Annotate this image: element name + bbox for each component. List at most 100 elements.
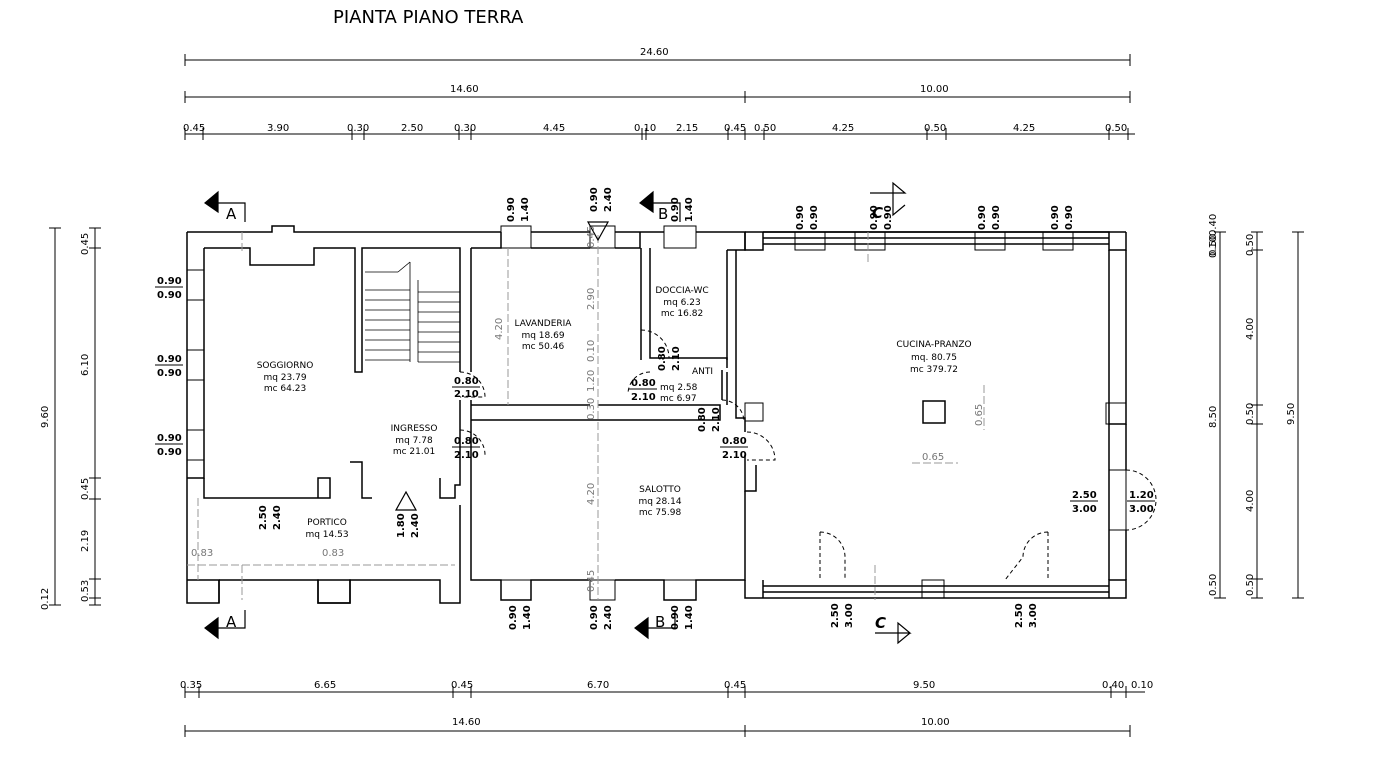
- room-volume: mc 50.46: [522, 342, 565, 352]
- opening-h: 2.40: [272, 505, 283, 530]
- dim-left-total: 9.60: [40, 406, 51, 428]
- int-dim: 0.83: [322, 548, 344, 559]
- dim-bottom-d7: 0.40: [1102, 680, 1124, 691]
- dim-top-d6: 4.45: [543, 123, 565, 134]
- opening-h: 2.40: [603, 605, 614, 630]
- opening-w: 1.20: [1129, 490, 1154, 501]
- opening-labels-doors: 0.80 2.10 0.80 2.10 0.80 2.10 0.80 2.10 …: [452, 346, 748, 461]
- dim-left-d4: 2.19: [80, 530, 91, 552]
- opening-h: 1.40: [522, 605, 533, 630]
- room-name: SALOTTO: [639, 485, 681, 495]
- section-label-a-top: A: [226, 205, 237, 223]
- room-name: INGRESSO: [391, 424, 438, 434]
- dimensions-bottom: [184, 686, 1145, 737]
- opening-h: 0.90: [883, 205, 894, 230]
- opening-w: 2.50: [830, 603, 841, 628]
- opening-w: 0.90: [506, 197, 517, 222]
- stairs: [365, 261, 460, 363]
- dim-right-o2: 4.00: [1245, 490, 1256, 512]
- int-dim: 4.20: [494, 318, 505, 340]
- dim-bottom-d8: 0.10: [1131, 680, 1153, 691]
- int-dim: 0.30: [586, 398, 597, 420]
- dimensions-right: [1214, 231, 1304, 599]
- dim-top-sub-1: 14.60: [450, 84, 479, 95]
- opening-h: 0.90: [157, 290, 182, 301]
- room-salotto: SALOTTO mq 28.14 mc 75.98: [638, 485, 681, 518]
- room-soggiorno: SOGGIORNO mq 23.79 mc 64.23: [257, 361, 314, 394]
- dim-left-d3: 0.45: [80, 478, 91, 500]
- opening-w: 0.90: [157, 276, 182, 287]
- opening-h: 3.00: [844, 603, 855, 628]
- opening-h: 2.40: [603, 187, 614, 212]
- opening-h: 2.10: [671, 346, 682, 371]
- dim-left-d5: 0.53: [80, 580, 91, 602]
- opening-w: 0.90: [157, 354, 182, 365]
- opening-h: 0.90: [157, 447, 182, 458]
- opening-h: 2.10: [722, 450, 747, 461]
- dim-top-detail: 0.45 3.90 0.30 2.50 0.30 4.45 0.10 2.15 …: [183, 123, 1127, 134]
- int-dim: 2.90: [586, 288, 597, 310]
- int-dim: 1.20: [586, 370, 597, 392]
- dim-top-total: 24.60: [640, 47, 669, 58]
- dim-bottom-d2: 6.65: [314, 680, 336, 691]
- opening-labels-portico: 2.50 2.40 1.80 2.40: [258, 505, 421, 538]
- section-label-b-top: B: [658, 205, 668, 223]
- room-name: LAVANDERIA: [515, 319, 573, 329]
- int-dim: 0.10: [586, 340, 597, 362]
- opening-h: 1.40: [684, 197, 695, 222]
- room-volume: mc 21.01: [393, 447, 435, 457]
- opening-h: 2.40: [410, 513, 421, 538]
- dim-bottom-d5: 0.45: [724, 680, 746, 691]
- dim-right-i3: 0.50: [1208, 234, 1219, 256]
- opening-w: 0.80: [722, 436, 747, 447]
- room-volume: mc 75.98: [639, 508, 682, 518]
- room-name: ANTI: [692, 367, 713, 377]
- room-portico: PORTICO mq 14.53: [305, 518, 348, 540]
- opening-w: 0.80: [631, 378, 656, 389]
- room-cucina-pranzo: CUCINA-PRANZO mq. 80.75 mc 379.72: [896, 340, 971, 375]
- section-label-c-top: C: [872, 204, 883, 222]
- opening-h: 2.10: [711, 407, 722, 432]
- room-area: mq 2.58: [660, 383, 698, 393]
- dim-top-d8: 2.15: [676, 123, 698, 134]
- walls: [186, 225, 1127, 604]
- dim-right-total: 9.50: [1286, 403, 1297, 425]
- room-ingresso: INGRESSO mq 7.78 mc 21.01: [391, 424, 438, 457]
- opening-h: 2.10: [454, 389, 479, 400]
- dim-top-d7: 0.10: [634, 123, 656, 134]
- dim-top-sub-2: 10.00: [920, 84, 949, 95]
- opening-w: 0.90: [795, 205, 806, 230]
- opening-w: 0.90: [157, 433, 182, 444]
- opening-w: 0.80: [697, 407, 708, 432]
- section-label-b-bottom: B: [655, 613, 665, 631]
- dim-bottom-detail: 0.35 6.65 0.45 6.70 0.45 9.50 0.40 0.10: [180, 680, 1153, 691]
- room-volume: mc 379.72: [910, 365, 958, 375]
- opening-w: 0.80: [454, 436, 479, 447]
- dim-right-i4: 0.50: [1208, 574, 1219, 596]
- opening-h: 1.40: [684, 605, 695, 630]
- opening-w: 2.50: [1072, 490, 1097, 501]
- room-doccia-wc: DOCCIA-WC mq 6.23 mc 16.82: [655, 286, 708, 319]
- dim-right-o3: 0.50: [1245, 234, 1256, 256]
- door-swings: [459, 329, 1157, 581]
- opening-w: 2.50: [258, 505, 269, 530]
- opening-h: 3.00: [1028, 603, 1039, 628]
- dim-bottom-d4: 6.70: [587, 680, 609, 691]
- opening-w: 0.80: [657, 346, 668, 371]
- int-dim: 0.45: [586, 570, 597, 592]
- room-lavanderia: LAVANDERIA mq 18.69 mc 50.46: [515, 319, 573, 352]
- dim-right-o1: 4.00: [1245, 318, 1256, 340]
- room-volume: mc 6.97: [660, 394, 697, 404]
- dim-top-d11: 4.25: [832, 123, 854, 134]
- dim-top-d3: 0.30: [347, 123, 369, 134]
- interior-dimensions: 4.20 2.90 1.20 0.10 0.30 4.20 0.45 0.45 …: [191, 226, 985, 592]
- opening-w: 0.90: [670, 605, 681, 630]
- dim-top-d10: 0.50: [754, 123, 776, 134]
- opening-labels-top: 0.90 1.40 0.90 2.40 0.90 1.40 0.90 0.90 …: [506, 187, 1075, 230]
- dim-right-o5: 0.50: [1245, 574, 1256, 596]
- opening-h: 2.10: [631, 392, 656, 403]
- room-volume: mc 64.23: [264, 384, 306, 394]
- int-dim: 0.65: [922, 452, 944, 463]
- dim-bottom-d3: 0.45: [451, 680, 473, 691]
